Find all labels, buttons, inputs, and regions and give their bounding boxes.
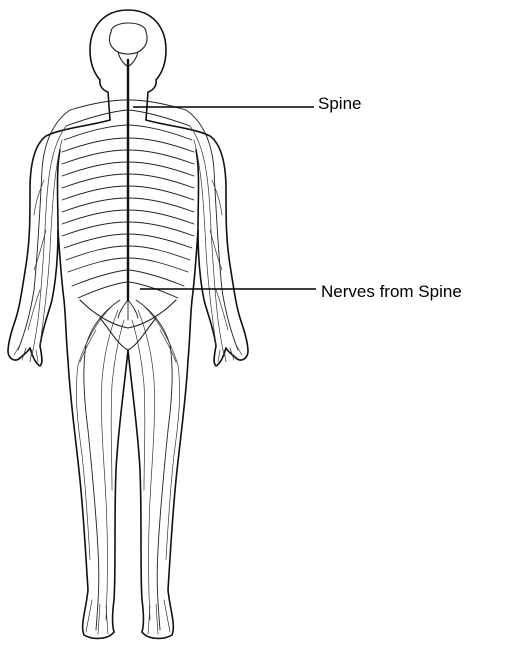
spinal-cord (118, 60, 138, 320)
nerves-from-spine-label: Nerves from Spine (321, 283, 462, 300)
trunk-nerves-left (62, 100, 127, 298)
trunk-nerves-right (129, 100, 194, 298)
spine-label: Spine (318, 95, 361, 112)
